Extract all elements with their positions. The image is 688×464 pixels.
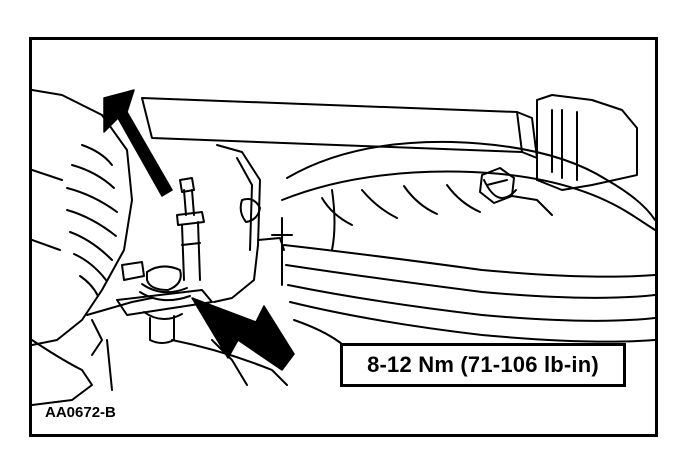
figure-id-label: AA0672-B [45,404,116,421]
mounting-bracket [213,144,285,303]
upper-right-housing [536,94,638,191]
torque-spec-callout: 8-12 Nm (71-106 lb-in) [340,343,626,387]
bracket-bar [141,97,538,159]
engine-block-left [32,89,153,406]
arrow-pointer-icon [191,297,295,371]
crankshaft-pulley [271,140,655,371]
pulley-bolt [479,167,553,216]
torque-bolt [91,261,213,356]
arrow-pointer-icon [103,89,173,197]
illustration-frame: 8-12 Nm (71-106 lb-in) AA0672-B [29,37,658,437]
sensor-stud [176,177,205,281]
engine-line-drawing [32,89,655,406]
